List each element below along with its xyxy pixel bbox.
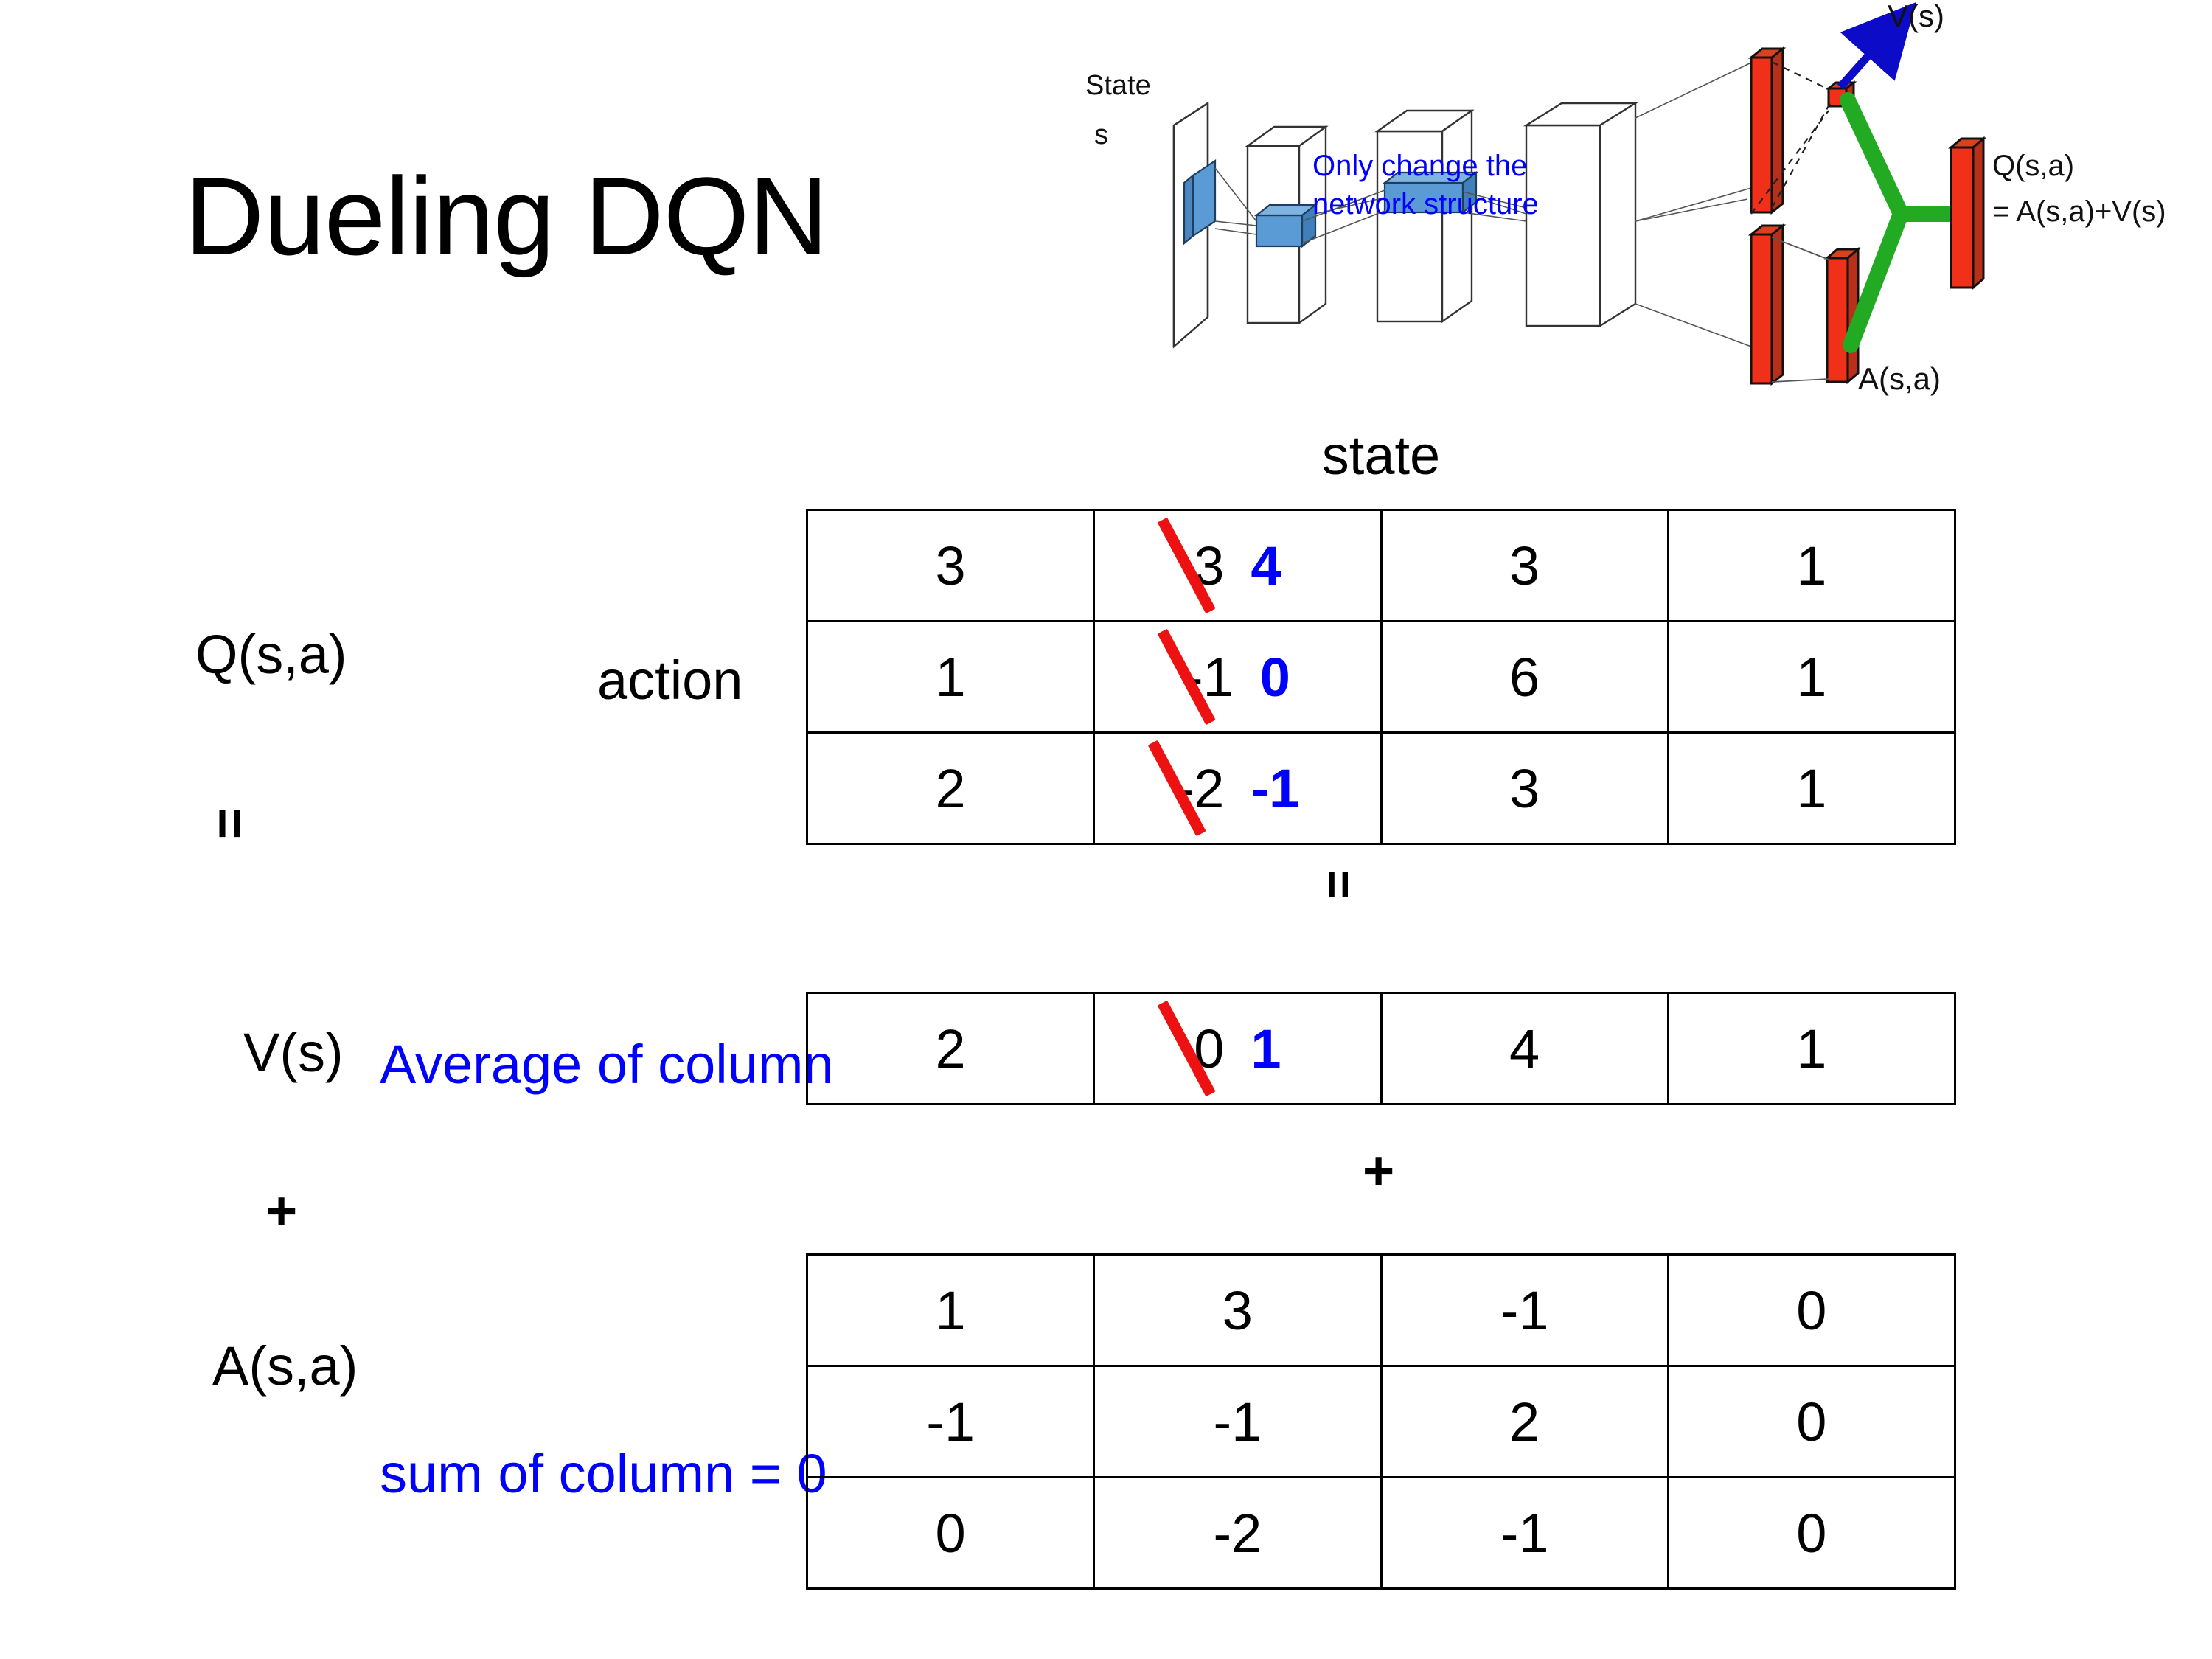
v-cell-r0c1-new: 1 bbox=[1251, 1018, 1281, 1079]
table-row: 2 0 1 4 1 bbox=[805, 992, 1957, 1105]
plus-operator-middle: + bbox=[1363, 1140, 1395, 1201]
a-cell-r2c3[interactable]: 0 bbox=[1666, 1476, 1957, 1590]
q-cell-r1c1-new: 0 bbox=[1259, 646, 1290, 708]
q-cell-r1c2[interactable]: 6 bbox=[1380, 620, 1669, 734]
dueling-network-diagram: State s Only change the network structur… bbox=[1084, 0, 2212, 413]
value-stream-bar bbox=[1747, 46, 1787, 215]
q-cell-r2c2[interactable]: 3 bbox=[1380, 731, 1669, 845]
q-cell-r0c0[interactable]: 3 bbox=[805, 509, 1096, 622]
action-axis-label: action bbox=[597, 650, 743, 711]
advantage-links bbox=[1771, 237, 1829, 383]
page-title: Dueling DQN bbox=[184, 154, 829, 278]
conv-filter-2 bbox=[1382, 170, 1479, 215]
a-cell-r2c0[interactable]: 0 bbox=[805, 1476, 1096, 1590]
input-filter-patch bbox=[1183, 159, 1217, 246]
table-row: 2 -2 -1 3 1 bbox=[805, 731, 1957, 845]
q-function-label: Q(s,a) bbox=[195, 624, 347, 685]
table-row: 0 -2 -1 0 bbox=[805, 1476, 1957, 1590]
a-cell-r1c3[interactable]: 0 bbox=[1666, 1365, 1957, 1478]
q-cell-r2c3[interactable]: 1 bbox=[1666, 731, 1957, 845]
merge-junction bbox=[1840, 92, 1959, 353]
conv-filter-1 bbox=[1253, 203, 1318, 248]
table-row: 1 3 -1 0 bbox=[805, 1253, 1957, 1367]
q-cell-r1c1[interactable]: -1 0 bbox=[1093, 620, 1382, 734]
v-value-table: 2 0 1 4 1 bbox=[805, 992, 1957, 1105]
stage-connections bbox=[1214, 62, 1752, 347]
v-cell-r0c1-old: 0 bbox=[1194, 1018, 1225, 1079]
diagram-advantage-label: A(s,a) bbox=[1858, 361, 1941, 396]
a-cell-r2c2[interactable]: -1 bbox=[1380, 1476, 1669, 1590]
diagram-state-label-line2: s bbox=[1094, 119, 1108, 150]
diagram-state-label-line1: State bbox=[1085, 70, 1151, 101]
a-cell-r0c1[interactable]: 3 bbox=[1093, 1253, 1382, 1367]
v-cell-r0c1-old-wrap: 0 bbox=[1157, 1000, 1225, 1097]
advantage-value-table: 1 3 -1 0 -1 -1 2 0 0 -2 -1 0 bbox=[805, 1253, 1957, 1590]
plus-operator-left: + bbox=[265, 1180, 298, 1242]
diagram-value-label: V(s) bbox=[1888, 0, 1944, 33]
v-function-label: V(s) bbox=[243, 1022, 344, 1083]
q-cell-r2c1[interactable]: -2 -1 bbox=[1093, 731, 1382, 845]
v-cell-r0c0[interactable]: 2 bbox=[805, 992, 1096, 1105]
diagram-q-label-line2: = A(s,a)+V(s) bbox=[1992, 195, 2166, 228]
q-value-table: 3 3 4 3 1 1 -1 0 6 1 2 bbox=[805, 509, 1957, 845]
table-row: -1 -1 2 0 bbox=[805, 1365, 1957, 1478]
diagram-note-line2: network structure bbox=[1312, 188, 1539, 220]
diagram-note-line1: Only change the bbox=[1312, 150, 1527, 182]
q-cell-r0c1[interactable]: 3 4 bbox=[1093, 509, 1382, 622]
table-row: 1 -1 0 6 1 bbox=[805, 620, 1957, 734]
value-dashed-links bbox=[1750, 61, 1831, 215]
q-cell-r1c0[interactable]: 1 bbox=[805, 620, 1096, 734]
q-cell-r2c1-new: -1 bbox=[1251, 757, 1300, 819]
q-cell-r0c1-new: 4 bbox=[1251, 535, 1281, 597]
q-cell-r1c1-old: -1 bbox=[1184, 646, 1234, 708]
a-cell-r2c1[interactable]: -2 bbox=[1093, 1476, 1382, 1590]
a-function-label: A(s,a) bbox=[212, 1335, 358, 1397]
note-average-of-column: Average of column bbox=[380, 1034, 834, 1095]
note-sum-of-column: sum of column = 0 bbox=[380, 1443, 827, 1504]
a-cell-r0c0[interactable]: 1 bbox=[805, 1253, 1096, 1367]
q-output-bar bbox=[1947, 136, 1987, 291]
q-cell-r1c1-old-wrap: -1 bbox=[1157, 628, 1234, 726]
equals-operator-middle: = bbox=[1311, 870, 1367, 907]
q-cell-r0c1-old: 3 bbox=[1194, 535, 1225, 597]
diagram-q-label-line1: Q(s,a) bbox=[1992, 150, 2074, 182]
value-arrow-icon bbox=[1837, 1, 1916, 90]
q-cell-r0c1-old-wrap: 3 bbox=[1157, 517, 1225, 614]
a-cell-r0c2[interactable]: -1 bbox=[1380, 1253, 1669, 1367]
state-axis-label: state bbox=[1321, 425, 1441, 486]
equals-operator-left: = bbox=[200, 807, 261, 847]
v-cell-r0c1[interactable]: 0 1 bbox=[1093, 992, 1382, 1105]
a-cell-r0c3[interactable]: 0 bbox=[1666, 1253, 1957, 1367]
v-cell-r0c2[interactable]: 4 bbox=[1380, 992, 1669, 1105]
conv-block-2 bbox=[1374, 108, 1475, 324]
advantage-stream-bar-1 bbox=[1747, 223, 1787, 386]
a-cell-r1c2[interactable]: 2 bbox=[1380, 1365, 1669, 1478]
v-cell-r0c3[interactable]: 1 bbox=[1666, 992, 1957, 1105]
table-row: 3 3 4 3 1 bbox=[805, 509, 1957, 622]
a-cell-r1c1[interactable]: -1 bbox=[1093, 1365, 1382, 1478]
q-cell-r0c2[interactable]: 3 bbox=[1380, 509, 1669, 622]
a-cell-r1c0[interactable]: -1 bbox=[805, 1365, 1096, 1478]
q-cell-r2c0[interactable]: 2 bbox=[805, 731, 1096, 845]
q-cell-r1c3[interactable]: 1 bbox=[1666, 620, 1957, 734]
q-cell-r0c3[interactable]: 1 bbox=[1666, 509, 1957, 622]
q-cell-r2c1-old-wrap: -2 bbox=[1148, 740, 1225, 837]
conv-block-3 bbox=[1523, 101, 1639, 328]
q-cell-r2c1-old: -2 bbox=[1175, 757, 1225, 819]
